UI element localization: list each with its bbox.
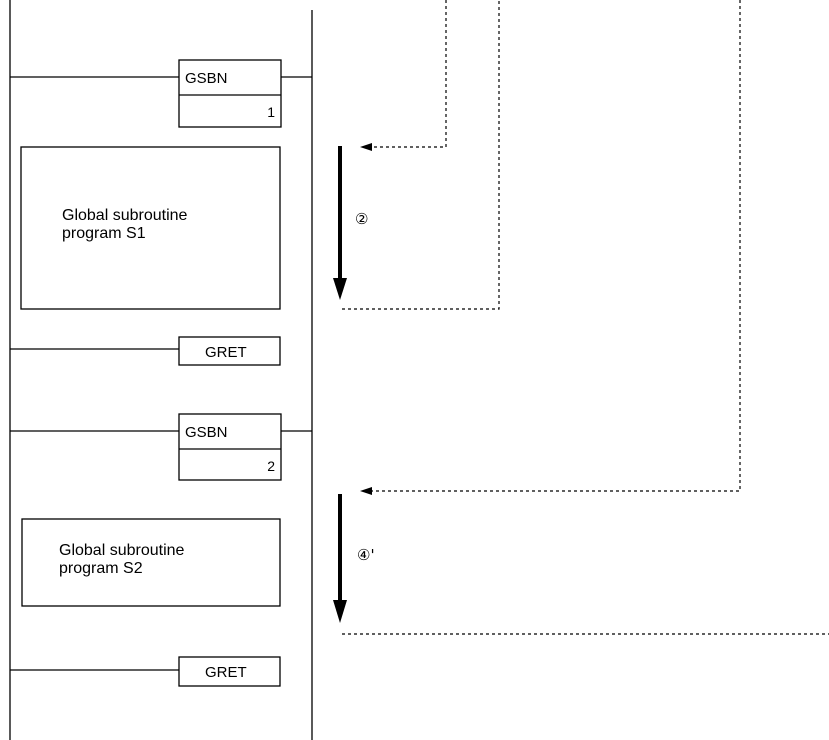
instruction-operand: 1 [267, 104, 275, 120]
instruction-operand: 2 [267, 458, 275, 474]
return-path-s1 [342, 0, 500, 310]
subroutine-s1-block: Global subroutine program S1 [20, 146, 281, 310]
instruction-box [178, 413, 282, 481]
instruction-name: GSBN [185, 70, 228, 87]
arrow-head [333, 278, 347, 300]
arrow-head [333, 600, 347, 623]
gsbn-1-instruction: GSBN 1 [10, 59, 312, 128]
call-path-s2 [366, 0, 741, 492]
execution-arrow-s1 [333, 146, 347, 300]
subroutine-name: program S1 [62, 225, 146, 242]
call-path-s1 [366, 0, 447, 148]
gret-1-instruction: GRET [10, 336, 281, 366]
call-arrowhead-s1 [360, 143, 372, 151]
instruction-name: GRET [205, 664, 247, 681]
subroutine-title: Global subroutine [59, 542, 185, 559]
subroutine-s2-block: Global subroutine program S2 [21, 518, 281, 607]
subroutine-name: program S2 [59, 560, 143, 577]
instruction-box [178, 59, 282, 128]
subroutine-box [21, 518, 281, 607]
subroutine-box [20, 146, 281, 310]
execution-arrow-s2 [333, 494, 347, 623]
step-marker: ② [355, 210, 368, 228]
dashed-flow-lines [342, 0, 829, 635]
step-marker: ④' [357, 546, 375, 564]
subroutine-title: Global subroutine [62, 207, 188, 224]
instruction-name: GRET [205, 344, 247, 361]
instruction-name: GSBN [185, 424, 228, 441]
instruction-box [178, 336, 281, 366]
instruction-box [178, 656, 281, 687]
gsbn-2-instruction: GSBN 2 [10, 413, 312, 481]
gret-2-instruction: GRET [10, 656, 281, 687]
call-arrowhead-s2 [360, 487, 372, 495]
